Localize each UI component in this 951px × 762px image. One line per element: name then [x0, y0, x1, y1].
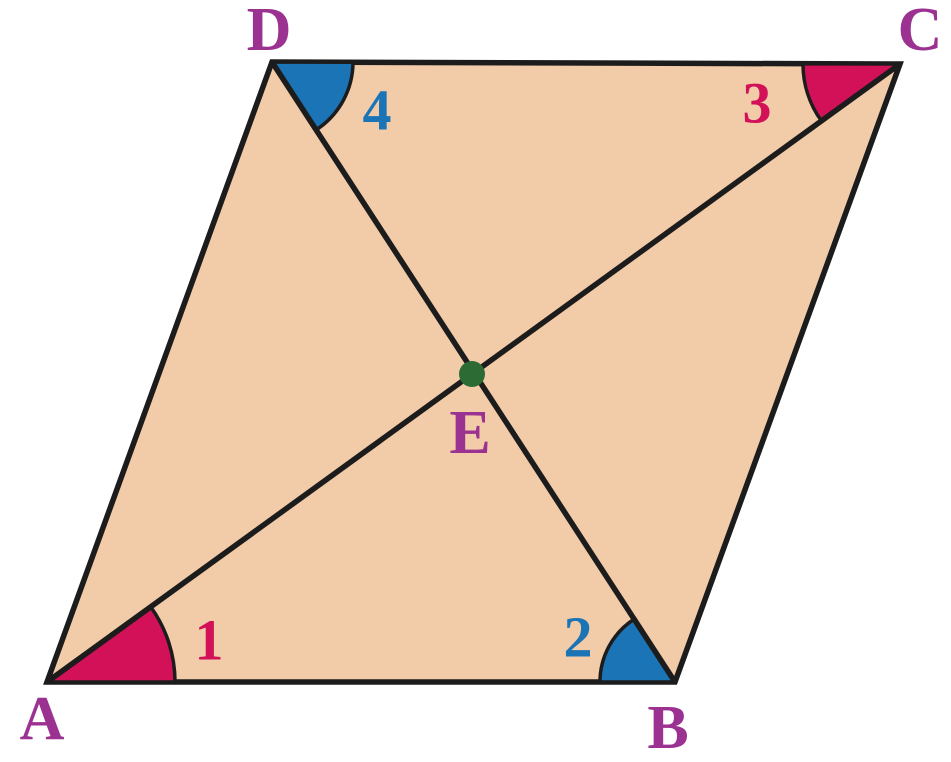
angle-2-wedge — [598, 617, 677, 684]
vertex-label-B: B — [647, 694, 688, 762]
angle-label-4: 4 — [363, 78, 392, 143]
angle-wedges-group — [45, 60, 902, 684]
vertex-label-D: D — [247, 0, 292, 64]
angle-4-wedge — [270, 60, 355, 132]
intersection-label-E: E — [449, 399, 490, 467]
vertex-label-A: A — [20, 685, 65, 753]
angle-label-2: 2 — [564, 605, 593, 670]
angle-label-1: 1 — [195, 608, 224, 673]
vertex-label-C: C — [898, 0, 943, 64]
angle-label-3: 3 — [743, 71, 772, 136]
point-E-dot — [459, 361, 485, 387]
